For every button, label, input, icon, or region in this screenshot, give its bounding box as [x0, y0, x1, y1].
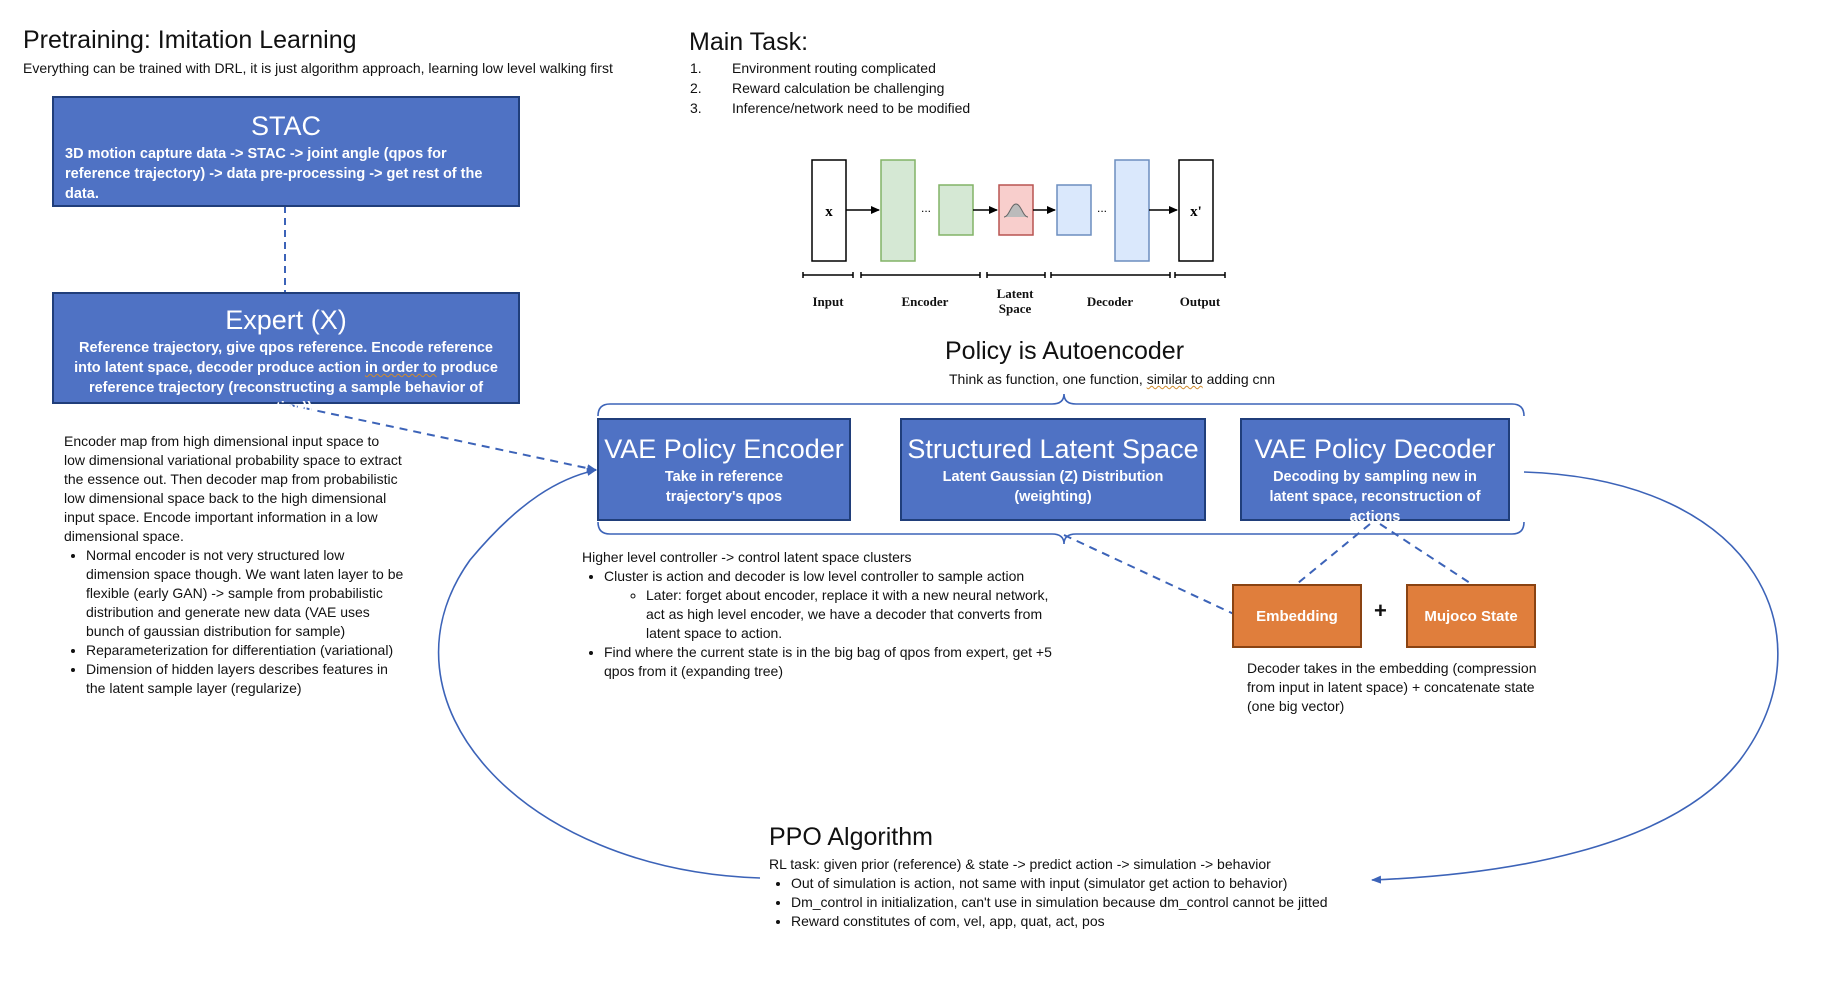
ppo-bullet: Out of simulation is action, not same wi…: [791, 874, 1389, 893]
ppo-title: PPO Algorithm: [769, 823, 933, 851]
input-range-bracket: [802, 272, 854, 278]
input-layer: [811, 159, 847, 262]
main-task-title: Main Task:: [689, 28, 809, 56]
stac-box: STAC 3D motion capture data -> STAC -> j…: [52, 96, 520, 207]
expert-desc: Reference trajectory, give qpos referenc…: [54, 338, 518, 418]
decoder-ellipsis: ...: [1097, 201, 1107, 215]
ppo-loop-left: [437, 468, 761, 879]
ae-label-decoder: Decoder: [1086, 294, 1134, 309]
ppo-intro: RL task: given prior (reference) & state…: [769, 856, 1271, 872]
encoder-layer-1: [880, 159, 916, 262]
output-range-bracket: [1174, 272, 1226, 278]
expert-desc-part1: Reference trajectory, give qpos referenc…: [74, 340, 493, 376]
decoder-notes: Decoder takes in the embedding (compress…: [1247, 660, 1537, 714]
vae-encoder-box: VAE Policy Encoder Take in reference tra…: [597, 418, 851, 521]
controller-note-bullet: Cluster is action and decoder is low lev…: [604, 567, 1062, 643]
pretraining-subtitle: Everything can be trained with DRL, it i…: [23, 60, 613, 76]
plus-sign: +: [1374, 598, 1387, 623]
stac-desc: 3D motion capture data -> STAC -> joint …: [65, 146, 483, 202]
policy-title: Policy is Autoencoder: [945, 337, 1185, 365]
vae-decoder-box: VAE Policy Decoder Decoding by sampling …: [1240, 418, 1510, 525]
expert-encoder-connector: [289, 404, 597, 473]
ppo-notes: RL task: given prior (reference) & state…: [769, 855, 1389, 931]
controller-note-bullet: Find where the current state is in the b…: [604, 643, 1062, 681]
vae-decoder-title: VAE Policy Decoder: [1254, 434, 1496, 464]
latent-embedding-connector: [1063, 534, 1237, 616]
autoencoder-figure: x ... ... x': [802, 159, 1226, 278]
pretraining-title: Pretraining: Imitation Learning: [23, 26, 357, 54]
encoder-notes-intro: Encoder map from high dimensional input …: [64, 433, 402, 544]
controller-notes-intro: Higher level controller -> control laten…: [582, 549, 912, 565]
vae-encoder-title: VAE Policy Encoder: [604, 434, 844, 464]
encoder-layer-2: [938, 184, 974, 236]
latent-space-title: Structured Latent Space: [907, 434, 1199, 464]
expert-box: Expert (X) Reference trajectory, give qp…: [52, 292, 520, 416]
stac-title: STAC: [250, 111, 321, 141]
encoder-range-bracket: [860, 272, 981, 278]
decoder-mujoco-connector: [1379, 523, 1471, 584]
ae-label-input: Input: [812, 294, 844, 309]
ppo-loop-right: [1371, 471, 1779, 884]
vae-decoder-desc: Decoding by sampling new in latent space…: [1269, 469, 1481, 525]
policy-subtitle: Think as function, one function, similar…: [949, 371, 1276, 387]
latent-space-box: Structured Latent Space Latent Gaussian …: [900, 418, 1206, 521]
decoder-embedding-connector: [1297, 523, 1371, 584]
mujoco-state-box: Mujoco State: [1406, 584, 1536, 648]
main-task-item: 3.Inference/network need to be modified: [690, 100, 971, 116]
latent-space-desc: Latent Gaussian (Z) Distribution (weight…: [942, 469, 1164, 505]
output-layer: [1178, 159, 1214, 262]
encoder-ellipsis: ...: [921, 201, 931, 215]
gaussian-icon: [1003, 203, 1029, 218]
controller-note-subbullet: Later: forget about encoder, replace it …: [646, 586, 1062, 643]
ae-label-encoder: Encoder: [901, 294, 949, 309]
ppo-bullet: Reward constitutes of com, vel, app, qua…: [791, 912, 1389, 931]
encoder-note-bullet: Reparameterization for differentiation (…: [86, 641, 404, 660]
encoder-note-bullet: Dimension of hidden layers describes fea…: [86, 660, 404, 698]
controller-notes: Higher level controller -> control laten…: [582, 548, 1062, 681]
main-task-item: 2.Reward calculation be challenging: [690, 80, 945, 96]
ae-label-output: Output: [1179, 294, 1221, 309]
encoder-note-bullet: Normal encoder is not very structured lo…: [86, 546, 404, 641]
main-task-item: 1.Environment routing complicated: [690, 60, 936, 76]
latent-range-bracket: [986, 272, 1046, 278]
decoder-layer-1: [1056, 184, 1092, 236]
policy-top-brace: [597, 393, 1525, 417]
ppo-bullet: Dm_control in initialization, can't use …: [791, 893, 1389, 912]
expert-title: Expert (X): [225, 305, 347, 335]
decoder-layer-2: [1114, 159, 1150, 262]
policy-bottom-brace: [597, 521, 1525, 545]
embedding-box: Embedding: [1232, 584, 1362, 648]
expert-desc-squiggle: in order to: [364, 360, 437, 376]
main-task-list: 1.Environment routing complicated 2.Rewa…: [690, 58, 970, 118]
output-symbol: x': [1190, 204, 1202, 220]
vae-encoder-desc: Take in reference trajectory's qpos: [664, 469, 784, 505]
expert-desc-part2: produce reference trajectory (reconstruc…: [88, 360, 498, 416]
input-symbol: x: [825, 204, 833, 220]
decoder-range-bracket: [1050, 272, 1171, 278]
encoder-notes: Encoder map from high dimensional input …: [64, 432, 404, 698]
